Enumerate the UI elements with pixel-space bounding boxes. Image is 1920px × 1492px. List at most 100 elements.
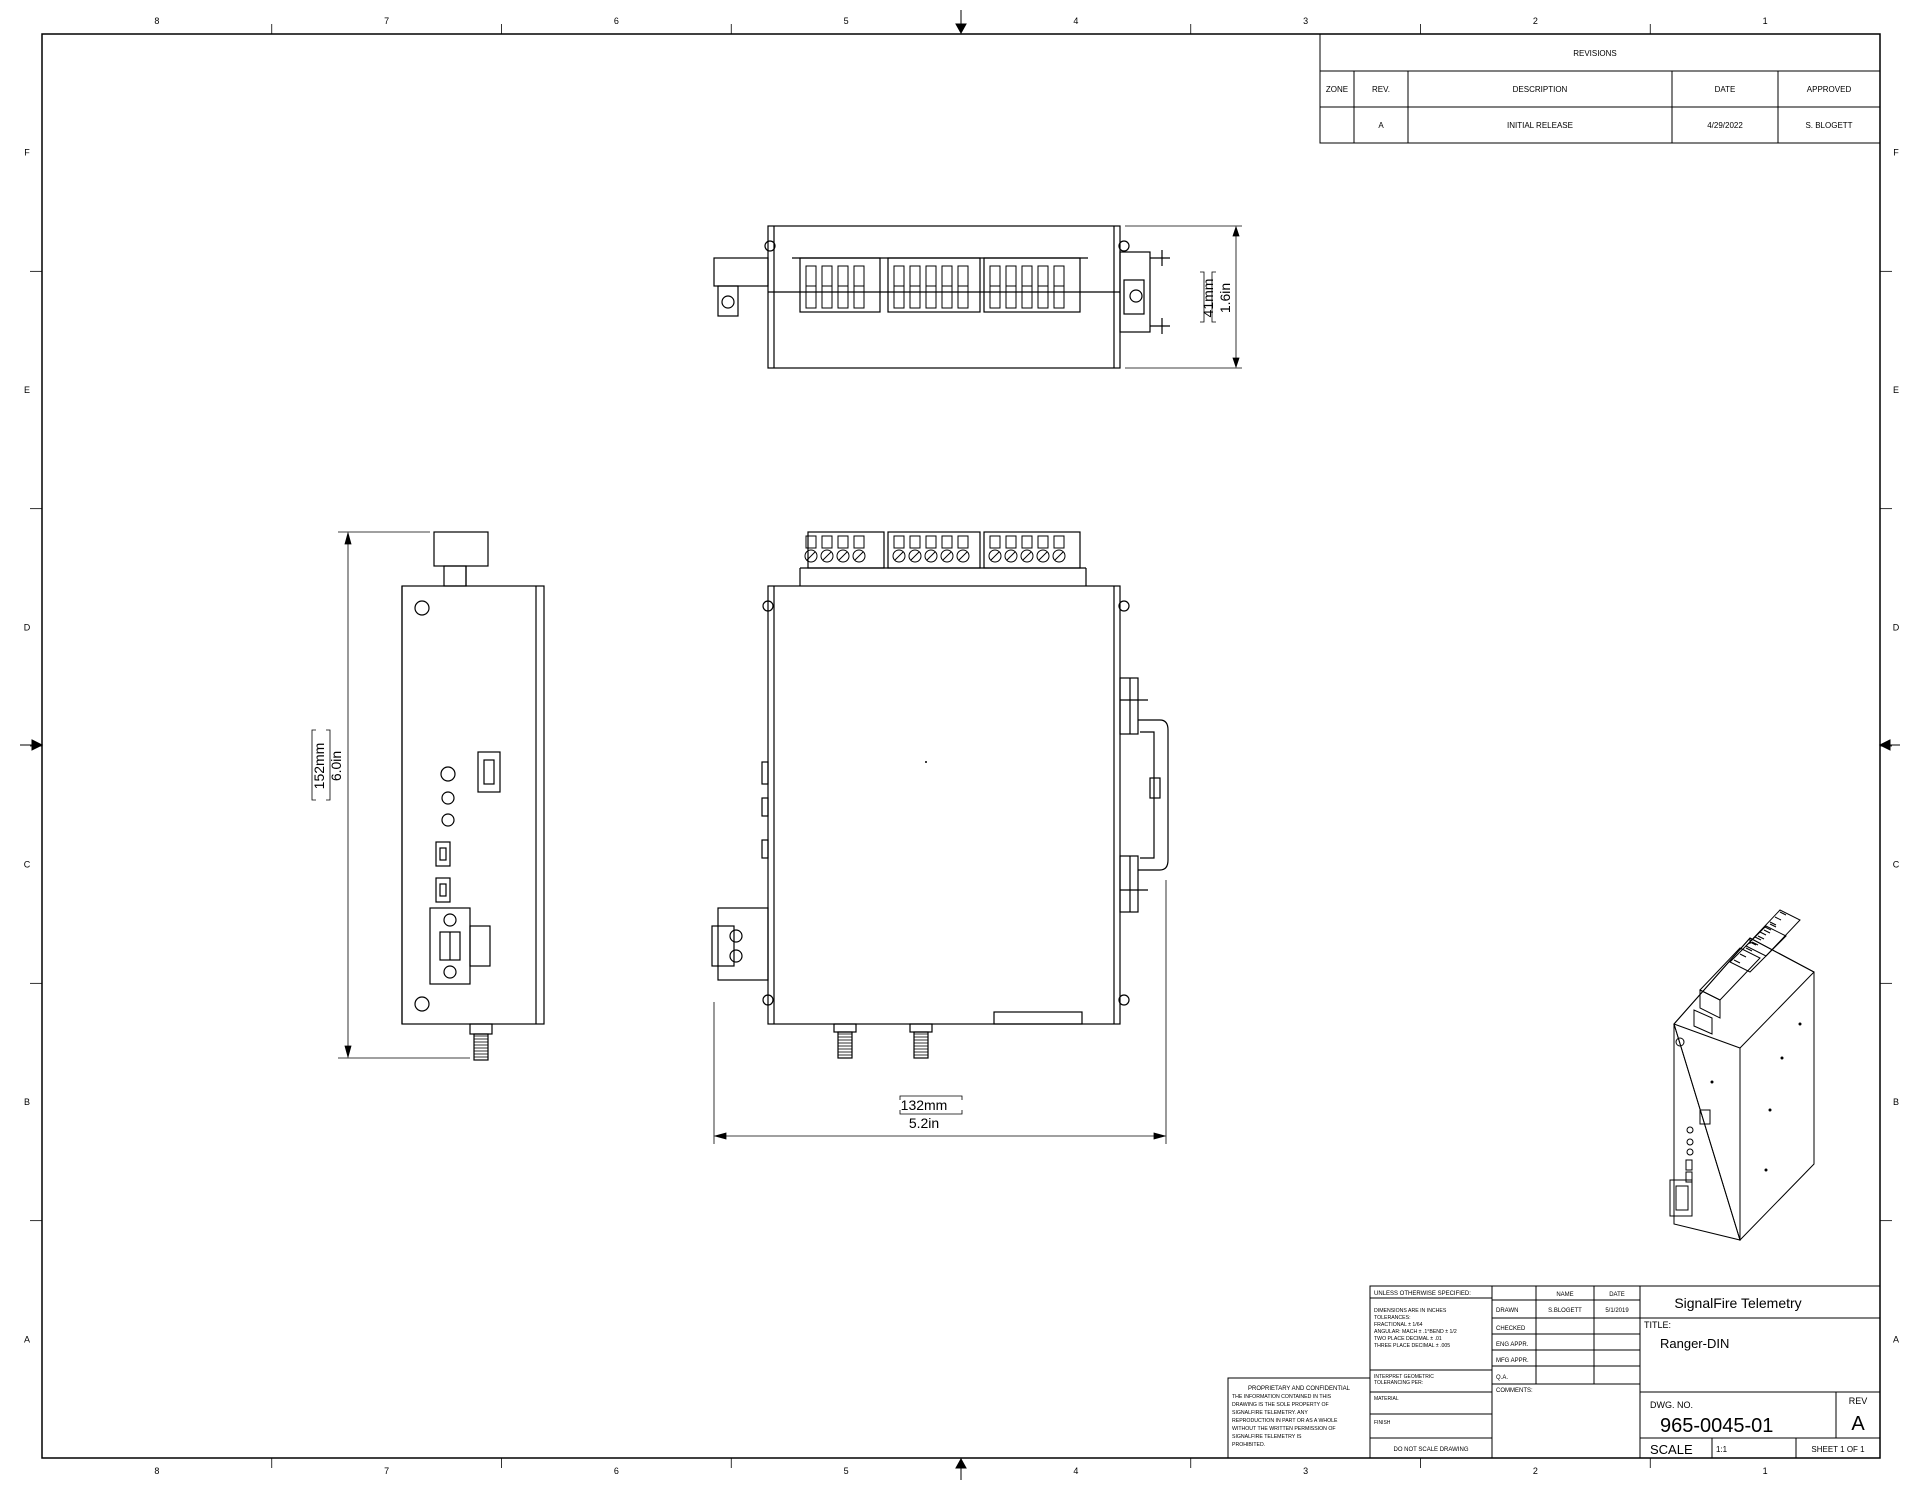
- rev-row-approved: S. BLOGETT: [1805, 121, 1852, 130]
- proprietary-line: DRAWING IS THE SOLE PROPERTY OF: [1232, 1402, 1329, 1408]
- terminal-screw: [956, 549, 970, 563]
- terminal-top: [805, 535, 817, 549]
- terminal-slot: [941, 285, 953, 309]
- terminal-screw-slot: [1022, 551, 1032, 561]
- width-mm: 132mm: [901, 1097, 948, 1113]
- rev-row-description: INITIAL RELEASE: [1507, 121, 1573, 130]
- terminal-screw-slot: [990, 551, 1000, 561]
- terminal-screw: [1020, 549, 1034, 563]
- revisions-title: REVISIONS: [1573, 49, 1617, 58]
- proprietary-line: PROHIBITED.: [1232, 1442, 1265, 1448]
- rev-header-approved: APPROVED: [1807, 85, 1852, 94]
- terminal-slot: [805, 265, 817, 287]
- zone-label-bottom: 5: [844, 1466, 849, 1476]
- title-label: TITLE:: [1644, 1320, 1671, 1330]
- terminal-slot: [837, 265, 849, 287]
- terminal-top: [893, 535, 905, 549]
- zone-label-right: D: [1893, 622, 1900, 632]
- rev-row-date: 4/29/2022: [1707, 121, 1743, 130]
- proprietary-line: REPRODUCTION IN PART OR AS A WHOLE: [1232, 1418, 1338, 1424]
- zone-label-top: 1: [1763, 16, 1768, 26]
- zone-label-top: 8: [154, 16, 159, 26]
- terminal-top: [909, 535, 921, 549]
- zone-label-left: D: [24, 622, 31, 632]
- terminal-top: [1053, 535, 1065, 549]
- depth-mm: 41mm: [1200, 279, 1216, 318]
- proprietary-lines: THE INFORMATION CONTAINED IN THIS DRAWING…: [1232, 1394, 1338, 1448]
- zone-label-top: 4: [1073, 16, 1078, 26]
- iso-pin: [1733, 959, 1741, 964]
- tolerance-line: ANGULAR: MACH ± .1°BEND ± 1/2: [1374, 1329, 1457, 1335]
- front-view-center-mark: [925, 761, 927, 763]
- zone-label-left: F: [24, 148, 30, 158]
- terminal-slot: [837, 285, 849, 309]
- dwg-no-label: DWG. NO.: [1650, 1400, 1693, 1410]
- iso-pin: [1763, 929, 1771, 934]
- tolerance-lines: DIMENSIONS ARE IN INCHESTOLERANCES:FRACT…: [1374, 1308, 1457, 1349]
- dwg-no: 965-0045-01: [1660, 1415, 1773, 1437]
- col-name: NAME: [1556, 1292, 1573, 1298]
- rev-header-zone: ZONE: [1326, 85, 1348, 94]
- comments-label: COMMENTS:: [1496, 1388, 1533, 1394]
- zone-label-left: B: [24, 1097, 30, 1107]
- terminal-slot: [941, 265, 953, 287]
- zone-label-right: E: [1893, 385, 1899, 395]
- terminal-top: [941, 535, 953, 549]
- terminal-top: [1005, 535, 1017, 549]
- zone-label-bottom: 4: [1073, 1466, 1078, 1476]
- approval-role: MFG APPR.: [1496, 1358, 1529, 1364]
- material-label: MATERIAL: [1374, 1396, 1399, 1402]
- terminal-slot: [957, 265, 969, 287]
- terminal-screw: [820, 549, 834, 563]
- proprietary-line: SIGNALFIRE TELEMETRY. ANY: [1232, 1410, 1308, 1416]
- depth-in: 1.6in: [1217, 283, 1233, 313]
- terminal-slot: [893, 285, 905, 309]
- do-not-scale: DO NOT SCALE DRAWING: [1393, 1447, 1468, 1453]
- terminal-screw: [924, 549, 938, 563]
- terminal-screw-slot: [806, 551, 816, 561]
- top-view: [713, 225, 1170, 369]
- approval-role: ENG APPR.: [1496, 1342, 1529, 1348]
- terminal-screw-slot: [958, 551, 968, 561]
- zone-label-bottom: 6: [614, 1466, 619, 1476]
- terminal-screw: [1004, 549, 1018, 563]
- zone-label-bottom: 7: [384, 1466, 389, 1476]
- terminal-screw-slot: [942, 551, 952, 561]
- iso-pin: [1774, 916, 1782, 921]
- terminal-screw-slot: [1038, 551, 1048, 561]
- proprietary-line: THE INFORMATION CONTAINED IN THIS: [1232, 1394, 1332, 1400]
- tolerance-line: FRACTIONAL ± 1/64: [1374, 1322, 1423, 1328]
- revisions-table: [1319, 33, 1881, 144]
- interpret-line-1: INTERPRET GEOMETRIC: [1374, 1374, 1434, 1380]
- terminal-screw-slot: [822, 551, 832, 561]
- top-view-terminals: [805, 265, 1065, 309]
- terminal-screw-slot: [894, 551, 904, 561]
- finish-label: FINISH: [1374, 1420, 1391, 1426]
- terminal-screw: [892, 549, 906, 563]
- terminal-screw-slot: [838, 551, 848, 561]
- side-view: [401, 531, 545, 1061]
- iso-pin: [1754, 936, 1762, 941]
- terminal-slot: [853, 265, 865, 287]
- iso-pin: [1749, 941, 1757, 946]
- iso-pin: [1769, 923, 1777, 928]
- tolerance-line: THREE PLACE DECIMAL ± .005: [1374, 1343, 1450, 1349]
- zone-label-top: 6: [614, 16, 619, 26]
- terminal-slot: [1005, 265, 1017, 287]
- iso-pin: [1769, 921, 1777, 926]
- iso-pin: [1759, 931, 1767, 936]
- proprietary-line: WITHOUT THE WRITTEN PERMISSION OF: [1232, 1426, 1336, 1432]
- approval-role: DRAWN: [1496, 1308, 1518, 1314]
- approval-name: S.BLOGETT: [1548, 1308, 1582, 1314]
- scale-label: SCALE: [1650, 1442, 1693, 1457]
- terminal-slot: [909, 285, 921, 309]
- terminal-screw-slot: [926, 551, 936, 561]
- terminal-slot: [957, 285, 969, 309]
- tolerance-line: TWO PLACE DECIMAL ± .01: [1374, 1336, 1442, 1342]
- rev-header-date: DATE: [1715, 85, 1736, 94]
- zone-label-right: A: [1893, 1334, 1899, 1344]
- zone-label-right: B: [1893, 1097, 1899, 1107]
